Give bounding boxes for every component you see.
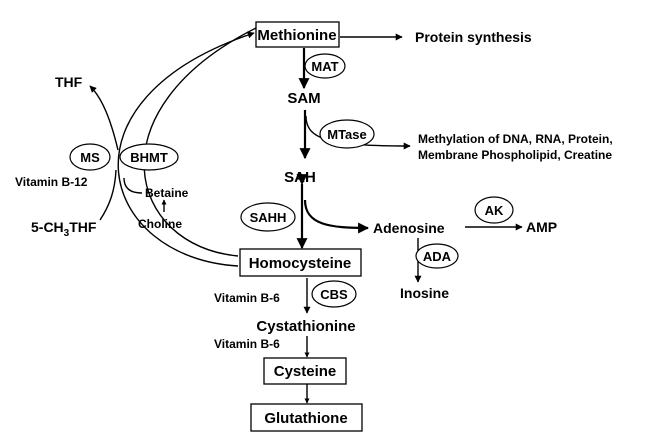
- glutathione-node: Glutathione: [250, 403, 363, 432]
- methylation-line-2: Membrane Phospholipid, Creatine: [418, 148, 612, 162]
- sam-label: SAM: [287, 90, 320, 107]
- methyl-thf-tail: THF: [69, 219, 97, 235]
- cbs-label: CBS: [320, 287, 348, 302]
- enzyme-mat: MAT: [304, 53, 346, 79]
- vitamin-b6-cystathionine-label: Vitamin B-6: [214, 337, 280, 351]
- enzyme-ak: AK: [474, 196, 514, 224]
- enzyme-sahh: SAHH: [240, 202, 296, 232]
- methionine-label: Methionine: [257, 27, 336, 44]
- mtase-ellipse: [319, 119, 375, 149]
- cystathionine-label: Cystathionine: [256, 318, 355, 335]
- arrow-to-thf: [89, 85, 119, 151]
- vitamin-b12-label: Vitamin B-12: [15, 175, 88, 189]
- betaine-label: Betaine: [145, 186, 189, 200]
- cysteine-box: [263, 357, 347, 385]
- ada-ellipse: [415, 243, 459, 269]
- enzyme-ms: MS: [69, 143, 111, 171]
- methionine-node: Methionine: [255, 21, 340, 48]
- glutathione-label: Glutathione: [264, 410, 347, 427]
- bhmt-label: BHMT: [130, 150, 168, 165]
- methionine-box: [255, 21, 340, 48]
- line-from-methyl-thf: [99, 169, 117, 221]
- ak-label: AK: [485, 203, 504, 218]
- mat-ellipse: [304, 53, 346, 79]
- remethylation-arc-outer: [117, 31, 255, 267]
- sahh-label: SAHH: [250, 210, 287, 225]
- inosine-label: Inosine: [400, 285, 449, 301]
- amp-label: AMP: [526, 219, 557, 235]
- choline-label: Choline: [138, 217, 182, 231]
- arrow-to-adenosine: [303, 199, 370, 234]
- mtase-label: MTase: [327, 127, 367, 142]
- methyl-thf-label: 5-CH3THF: [31, 219, 97, 239]
- bhmt-ellipse: [119, 143, 179, 171]
- sah-label: SAH: [284, 169, 316, 186]
- line-to-betaine: [123, 177, 143, 194]
- cysteine-node: Cysteine: [263, 357, 347, 385]
- protein-synthesis-label: Protein synthesis: [415, 29, 532, 45]
- ak-ellipse: [474, 196, 514, 224]
- thf-label: THF: [55, 74, 83, 90]
- ada-label: ADA: [423, 249, 452, 264]
- homocysteine-node: Homocysteine: [239, 248, 362, 277]
- ms-label: MS: [80, 150, 100, 165]
- homocysteine-box: [239, 248, 362, 277]
- enzyme-bhmt: BHMT: [119, 143, 179, 171]
- cbs-ellipse: [311, 280, 357, 308]
- methylation-line-1: Methylation of DNA, RNA, Protein,: [418, 132, 613, 146]
- mat-label: MAT: [311, 59, 338, 74]
- methyl-thf-main: 5-CH: [31, 219, 64, 235]
- vitamin-b6-cbs-label: Vitamin B-6: [214, 291, 280, 305]
- ms-ellipse: [69, 143, 111, 171]
- enzyme-mtase: MTase: [319, 119, 375, 149]
- glutathione-box: [250, 403, 363, 432]
- methyl-thf-sub: 3: [64, 228, 70, 239]
- homocysteine-label: Homocysteine: [249, 255, 352, 272]
- cysteine-label: Cysteine: [274, 363, 337, 380]
- sahh-ellipse: [240, 202, 296, 232]
- enzyme-cbs: CBS: [311, 280, 357, 308]
- enzyme-ada: ADA: [415, 243, 459, 269]
- adenosine-label: Adenosine: [373, 220, 445, 236]
